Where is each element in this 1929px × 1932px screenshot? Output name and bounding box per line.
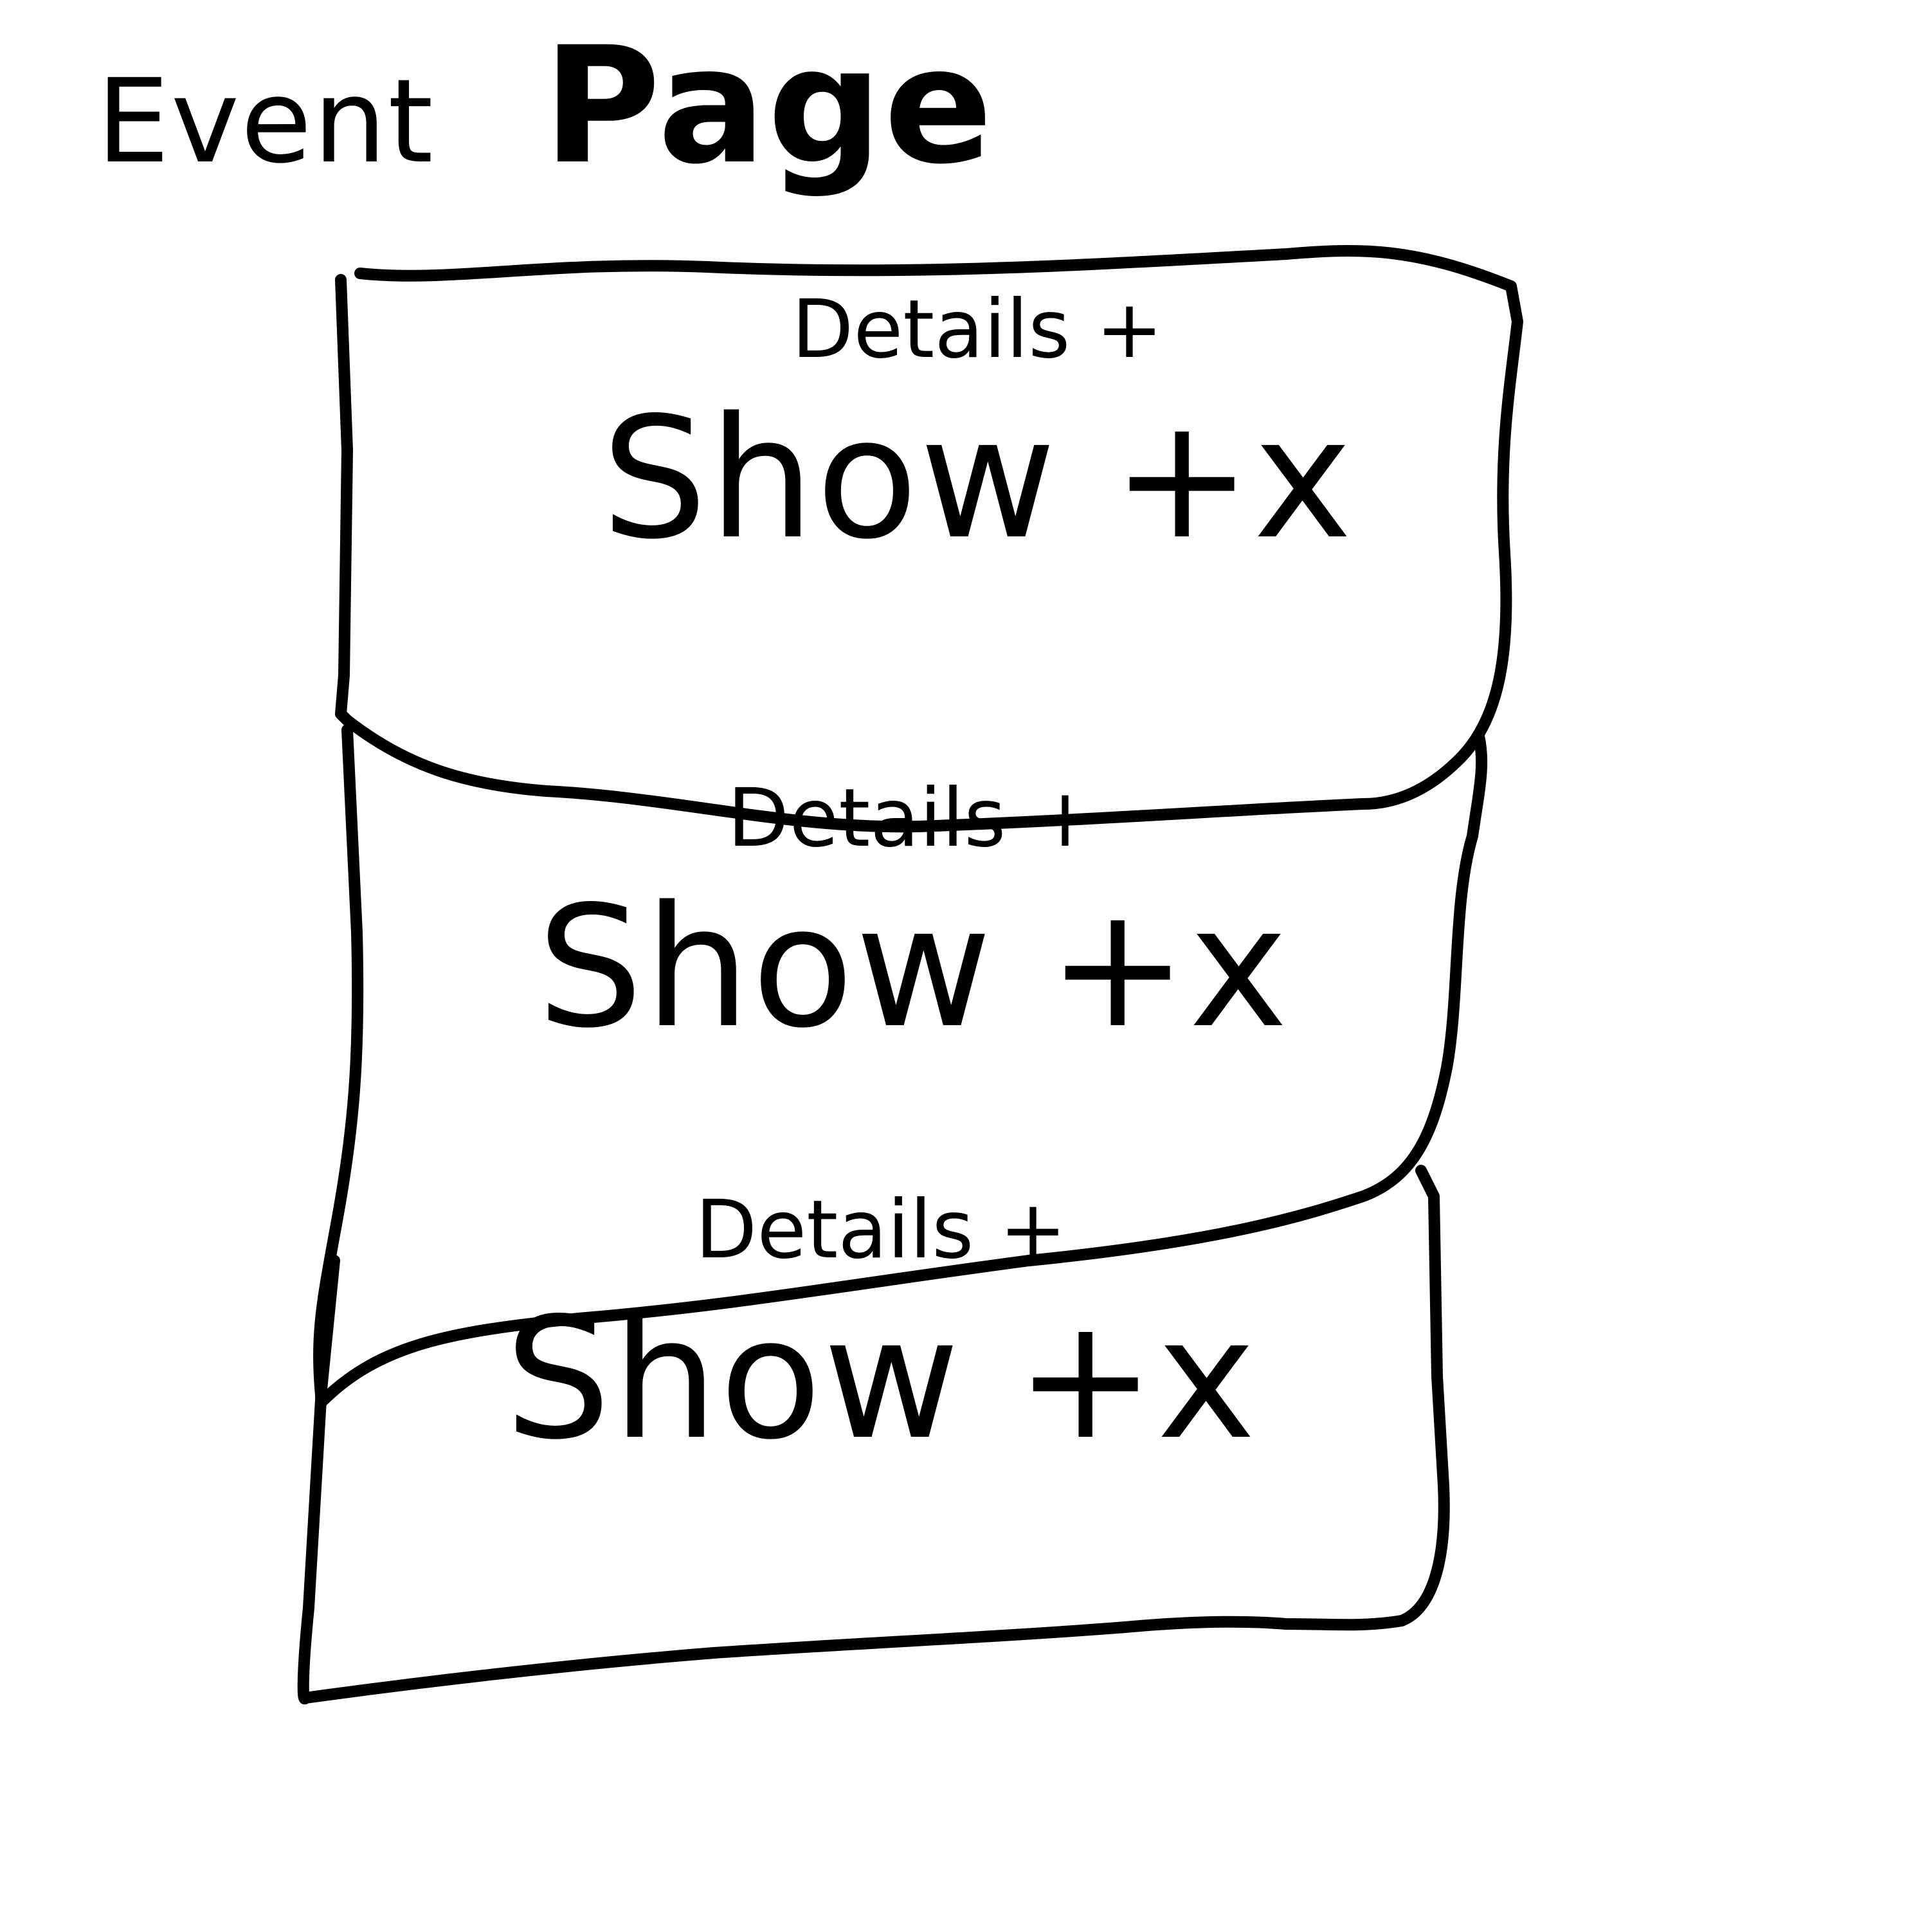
page-title-event: Event [96, 55, 435, 189]
event-card-3[interactable]: Details + Show +x [270, 1190, 1492, 1463]
card-2-show-action[interactable]: Show +x [537, 871, 1289, 1065]
card-1-outline [335, 245, 1523, 833]
card-3-outline [297, 1165, 1450, 1705]
card-3-show-action[interactable]: Show +x [505, 1282, 1257, 1477]
card-1-details-label: Details + [792, 283, 1163, 376]
card-3-details-label: Details + [695, 1183, 1067, 1277]
card-2-details-label: Details + [727, 772, 1099, 865]
event-card-1[interactable]: Details + Show +x [367, 289, 1588, 563]
event-card-2[interactable]: Details + Show +x [302, 778, 1524, 1052]
page-title: Event Page [96, 26, 994, 187]
page-title-page: Page [543, 12, 994, 199]
card-1-show-action[interactable]: Show +x [601, 382, 1354, 576]
